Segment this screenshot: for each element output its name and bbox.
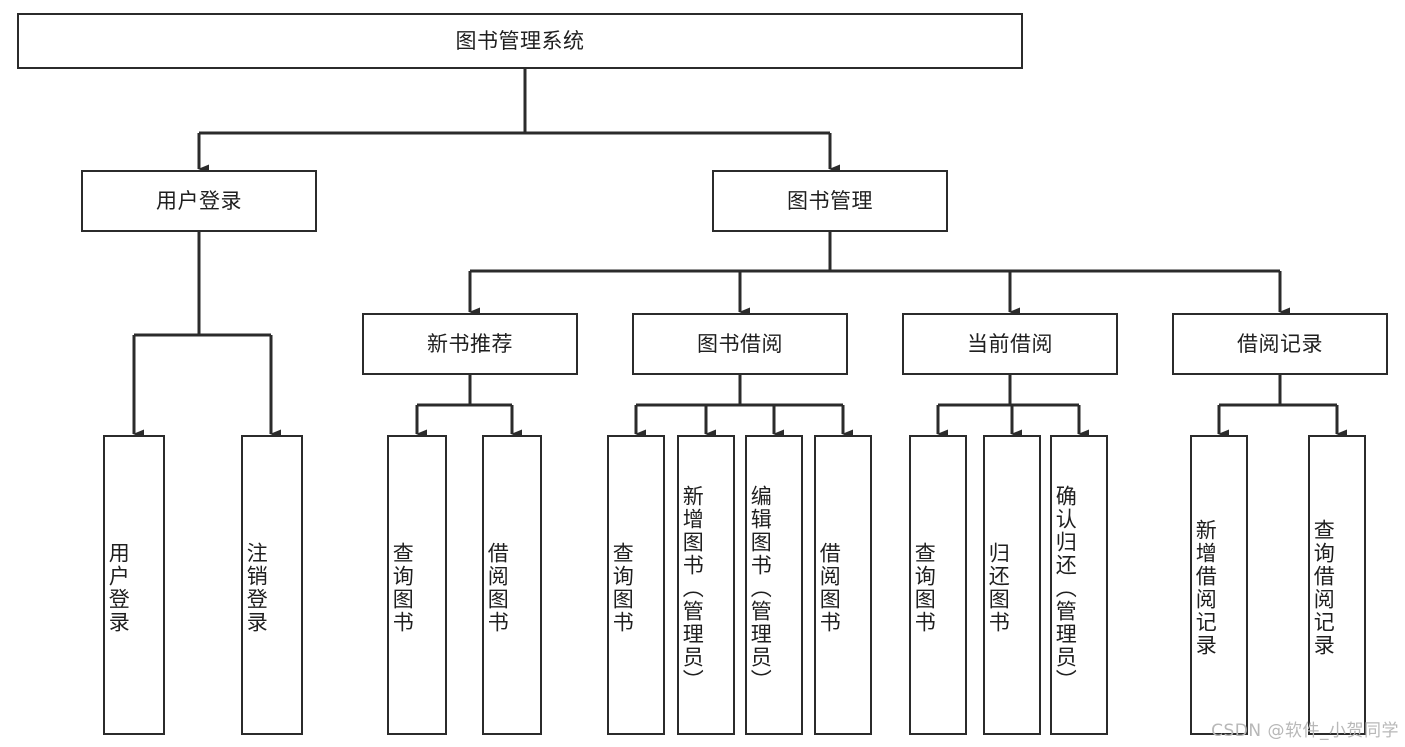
node-root[interactable]: 图书管理系统 (17, 13, 1023, 69)
leaf-add-borrow-record[interactable]: 新增借阅记录 (1190, 435, 1248, 735)
node-user-login-label: 用户登录 (156, 188, 242, 213)
leaf-borrow-book-recommend[interactable]: 借阅图书 (482, 435, 542, 735)
leaf-query-book-borrow[interactable]: 查询图书 (607, 435, 665, 735)
leaf-borrow-book-recommend-label: 借阅图书 (485, 542, 510, 634)
leaf-query-book-borrow-label: 查询图书 (610, 542, 635, 634)
leaf-user-login[interactable]: 用户登录 (103, 435, 165, 735)
node-borrow-record[interactable]: 借阅记录 (1172, 313, 1388, 375)
leaf-add-book-admin[interactable]: 新增图书（管理员） (677, 435, 735, 735)
leaf-query-borrow-record[interactable]: 查询借阅记录 (1308, 435, 1366, 735)
leaf-logout[interactable]: 注销登录 (241, 435, 303, 735)
leaf-return-book-label: 归还图书 (986, 542, 1011, 634)
csdn-watermark: CSDN @软件_小贺同学 (1211, 721, 1399, 741)
leaf-add-book-admin-label: 新增图书（管理员） (680, 484, 705, 692)
leaf-confirm-return-admin-label: 确认归还（管理员） (1053, 484, 1078, 692)
leaf-add-borrow-record-label: 新增借阅记录 (1193, 519, 1218, 657)
leaf-borrow-book[interactable]: 借阅图书 (814, 435, 872, 735)
node-new-book-recommend[interactable]: 新书推荐 (362, 313, 578, 375)
leaf-query-borrow-record-label: 查询借阅记录 (1311, 519, 1336, 657)
node-current-borrow[interactable]: 当前借阅 (902, 313, 1118, 375)
node-borrow-record-label: 借阅记录 (1237, 331, 1323, 356)
leaf-query-book-recommend-label: 查询图书 (390, 542, 415, 634)
node-book-borrow[interactable]: 图书借阅 (632, 313, 848, 375)
leaf-query-book-current[interactable]: 查询图书 (909, 435, 967, 735)
node-book-management[interactable]: 图书管理 (712, 170, 948, 232)
node-root-label: 图书管理系统 (455, 28, 585, 53)
leaf-query-book-recommend[interactable]: 查询图书 (387, 435, 447, 735)
leaf-borrow-book-label: 借阅图书 (817, 542, 842, 634)
leaf-user-login-label: 用户登录 (106, 542, 131, 634)
node-new-book-recommend-label: 新书推荐 (427, 331, 513, 356)
leaf-logout-label: 注销登录 (244, 542, 269, 634)
leaf-edit-book-admin-label: 编辑图书（管理员） (748, 484, 773, 692)
node-user-login[interactable]: 用户登录 (81, 170, 317, 232)
node-current-borrow-label: 当前借阅 (967, 331, 1053, 356)
leaf-return-book[interactable]: 归还图书 (983, 435, 1041, 735)
node-book-borrow-label: 图书借阅 (697, 331, 783, 356)
leaf-confirm-return-admin[interactable]: 确认归还（管理员） (1050, 435, 1108, 735)
node-book-management-label: 图书管理 (787, 188, 873, 213)
leaf-query-book-current-label: 查询图书 (912, 542, 937, 634)
leaf-edit-book-admin[interactable]: 编辑图书（管理员） (745, 435, 803, 735)
